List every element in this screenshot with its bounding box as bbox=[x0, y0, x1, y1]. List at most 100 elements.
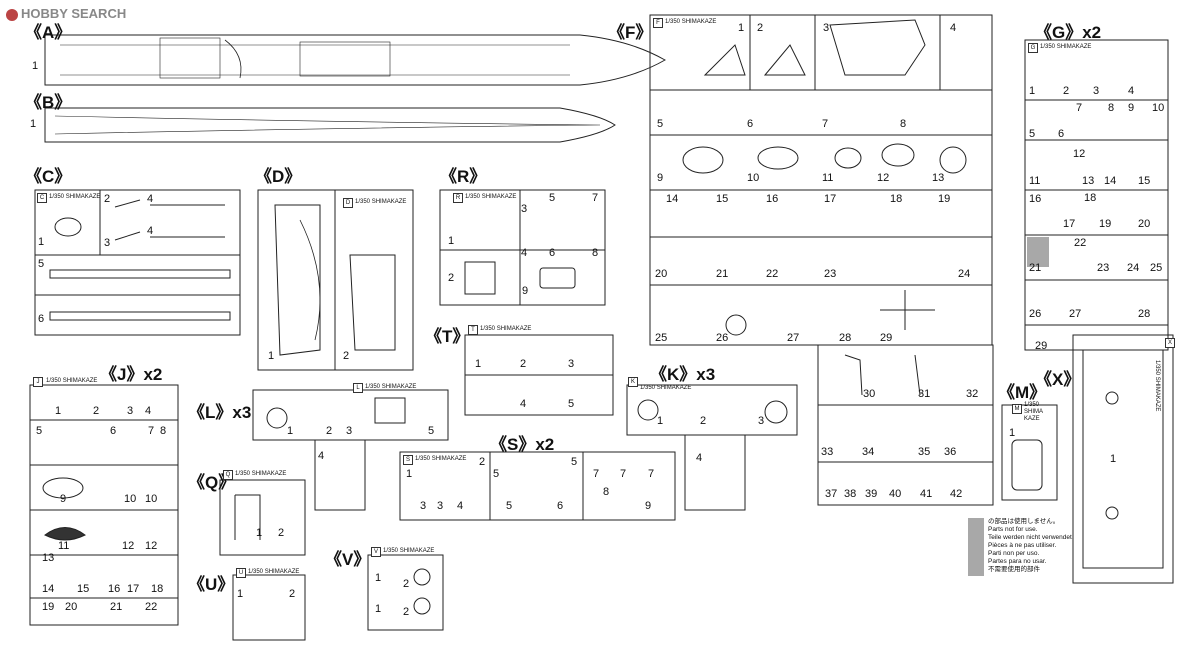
part-j9 bbox=[42, 477, 84, 499]
scale-tag-v: 1/350 SHIMAKAZE bbox=[383, 548, 435, 554]
part-number: 2 bbox=[93, 405, 100, 417]
part-number: 10 bbox=[747, 172, 760, 184]
sprue-tag-q: Q bbox=[223, 470, 233, 480]
part-number: 11 bbox=[1029, 175, 1041, 187]
part-f2 bbox=[763, 44, 806, 76]
part-number: 6 bbox=[549, 247, 556, 259]
part-number: 2 bbox=[479, 456, 486, 468]
part-number: 40 bbox=[889, 488, 902, 500]
part-number: 26 bbox=[1029, 308, 1042, 320]
sprue-label-s: 《S》x2 bbox=[490, 435, 555, 454]
part-number: 2 bbox=[1063, 85, 1070, 97]
scale-tag-j: 1/350 SHIMAKAZE bbox=[46, 378, 98, 384]
sprue-tag-m: M bbox=[1012, 404, 1022, 414]
part-number: 20 bbox=[655, 268, 668, 280]
part-r9 bbox=[539, 267, 576, 289]
part-number: 4 bbox=[521, 247, 528, 259]
scale-tag-l: 1/350 SHIMAKAZE bbox=[365, 384, 417, 390]
unused-swatch bbox=[968, 518, 984, 576]
part-number: 9 bbox=[645, 500, 652, 512]
part-number: 1 bbox=[1029, 85, 1036, 97]
part-number: 21 bbox=[1029, 262, 1042, 274]
part-number: 10 bbox=[124, 493, 137, 505]
part-number: 18 bbox=[1084, 192, 1097, 204]
part-number: 1 bbox=[475, 358, 482, 370]
part-number: 2 bbox=[326, 425, 333, 437]
part-number: 1 bbox=[287, 425, 294, 437]
part-number: 23 bbox=[824, 268, 837, 280]
part-number: 25 bbox=[1150, 262, 1163, 274]
part-number: 34 bbox=[862, 446, 875, 458]
part-number: 1 bbox=[375, 603, 382, 615]
scale-tag-q: 1/350 SHIMAKAZE bbox=[235, 471, 287, 477]
part-number: 3 bbox=[568, 358, 575, 370]
part-number: 22 bbox=[766, 268, 779, 280]
part-number: 4 bbox=[145, 405, 152, 417]
part-number: 10 bbox=[1152, 102, 1165, 114]
part-number: 27 bbox=[1069, 308, 1082, 320]
part-number: 5 bbox=[549, 192, 556, 204]
part-f12 bbox=[881, 143, 915, 167]
part-number: 41 bbox=[920, 488, 933, 500]
not-for-use-note: の部品は使用しません。 Parts not for use. Teile wer… bbox=[988, 518, 1074, 573]
sprue-label-m: 《M》 bbox=[998, 383, 1047, 402]
sprue-tag-x: X bbox=[1165, 338, 1175, 348]
part-number: 2 bbox=[448, 272, 455, 284]
part-number: 28 bbox=[839, 332, 852, 344]
part-number: 14 bbox=[666, 193, 679, 205]
part-number: 25 bbox=[655, 332, 668, 344]
part-d1 bbox=[274, 204, 321, 356]
part-number: 1 bbox=[268, 350, 275, 362]
part-number: 9 bbox=[60, 493, 67, 505]
part-number: 8 bbox=[1108, 102, 1115, 114]
sprue-tag-t: T bbox=[468, 325, 478, 335]
part-number: 7 bbox=[1076, 102, 1083, 114]
scale-tag-t: 1/350 SHIMAKAZE bbox=[480, 326, 532, 332]
scale-tag-x: 1/350 SHIMAKAZE bbox=[1154, 360, 1160, 412]
sprue-tag-f: F bbox=[653, 18, 663, 28]
part-number: 2 bbox=[757, 22, 764, 34]
sprue-label-l: 《L》x3 bbox=[188, 403, 252, 422]
part-number: 22 bbox=[145, 601, 158, 613]
sprue-label-f: 《F》 bbox=[608, 23, 653, 42]
part-number: 31 bbox=[918, 388, 931, 400]
part-number: 39 bbox=[865, 488, 878, 500]
part-number: 5 bbox=[1029, 128, 1036, 140]
part-number: 29 bbox=[1035, 340, 1048, 352]
part-number: 24 bbox=[958, 268, 971, 280]
part-j11 bbox=[44, 527, 86, 541]
part-number: 5 bbox=[38, 258, 45, 270]
part-number: 1 bbox=[55, 405, 62, 417]
sprue-label-j: 《J》x2 bbox=[100, 365, 163, 384]
part-number: 2 bbox=[520, 358, 527, 370]
part-number: 7 bbox=[822, 118, 829, 130]
scale-tag-r: 1/350 SHIMAKAZE bbox=[465, 194, 517, 200]
part-f9 bbox=[682, 146, 724, 174]
sprue-x-frame bbox=[1072, 334, 1174, 584]
sprue-label-a: 《A》 bbox=[25, 23, 72, 42]
part-number: 1 bbox=[375, 572, 382, 584]
part-k1 bbox=[637, 399, 659, 421]
part-number: 3 bbox=[437, 500, 444, 512]
sprue-v-frame bbox=[367, 554, 444, 631]
part-number: 18 bbox=[890, 193, 903, 205]
part-number: 2 bbox=[403, 578, 410, 590]
part-number: 8 bbox=[603, 486, 610, 498]
part-number: 10 bbox=[145, 493, 158, 505]
part-number: 2 bbox=[289, 588, 296, 600]
part-number: 3 bbox=[1093, 85, 1100, 97]
part-number: 3 bbox=[823, 22, 830, 34]
part-number: 17 bbox=[127, 583, 140, 595]
sprue-tag-s: S bbox=[403, 455, 413, 465]
watermark-text: HOBBY SEARCH bbox=[21, 6, 127, 21]
part-m1 bbox=[1011, 439, 1043, 491]
part-number: 12 bbox=[145, 540, 158, 552]
part-number: 7 bbox=[148, 425, 155, 437]
sprue-label-r: 《R》 bbox=[440, 167, 487, 186]
part-number: 19 bbox=[42, 601, 55, 613]
part-number: 1 bbox=[406, 468, 413, 480]
part-number: 14 bbox=[1104, 175, 1117, 187]
part-number: 12 bbox=[122, 540, 135, 552]
part-number: 3 bbox=[420, 500, 427, 512]
